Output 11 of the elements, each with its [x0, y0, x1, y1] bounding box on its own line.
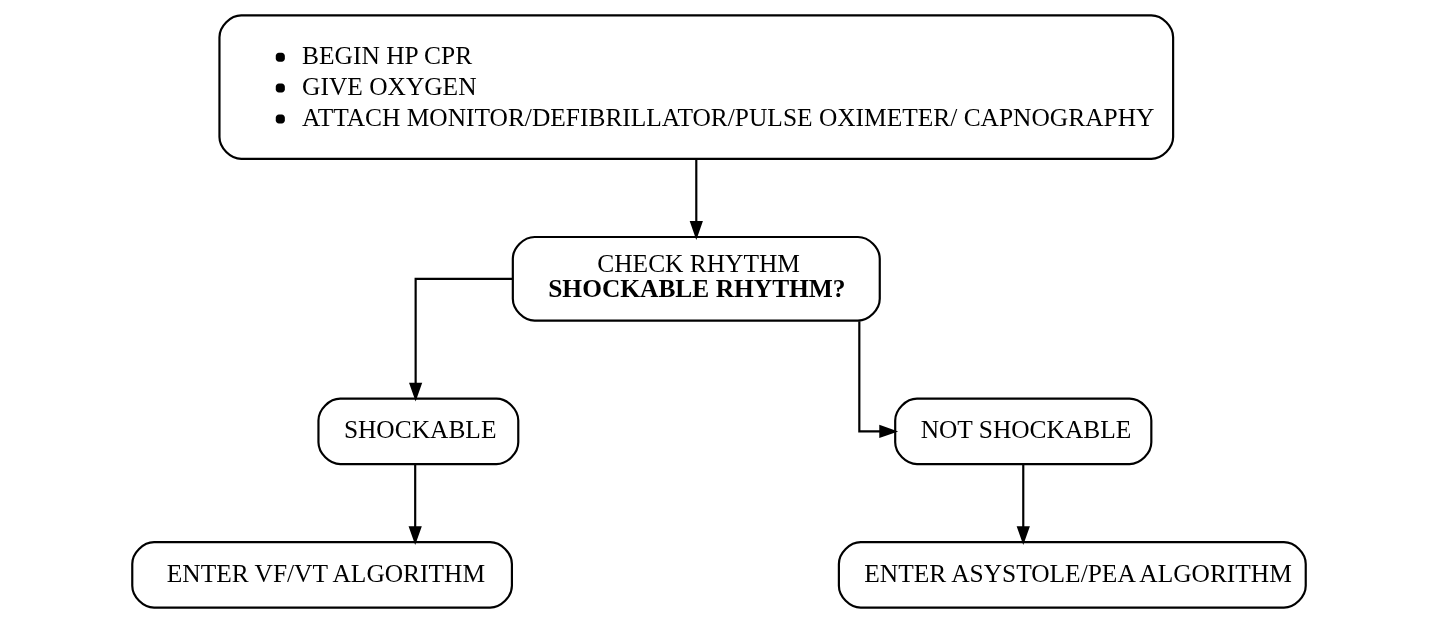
- arrow: [689, 159, 703, 240]
- arrow: [408, 277, 512, 402]
- arrow: [408, 464, 422, 546]
- node-box: ENTER ASYSTOLE/PEA ALGORITHM: [837, 541, 1307, 609]
- node-box: SHOCKABLE: [316, 397, 519, 466]
- arrow: [857, 321, 898, 438]
- node-box: CHECK RHYTHM SHOCKABLE RHYTHM?: [511, 235, 881, 322]
- node-box: NOT SHOCKABLE: [893, 397, 1152, 466]
- node-box: BEGIN HP CPR GIVE OXYGEN ATTACH MONITOR/DEFIBRILLATOR/PULSE OXIMETER/ CAPNOGRAPHY: [217, 14, 1174, 160]
- node-box: ENTER VF/VT ALGORITHM: [130, 541, 513, 609]
- arrow: [1016, 464, 1030, 546]
